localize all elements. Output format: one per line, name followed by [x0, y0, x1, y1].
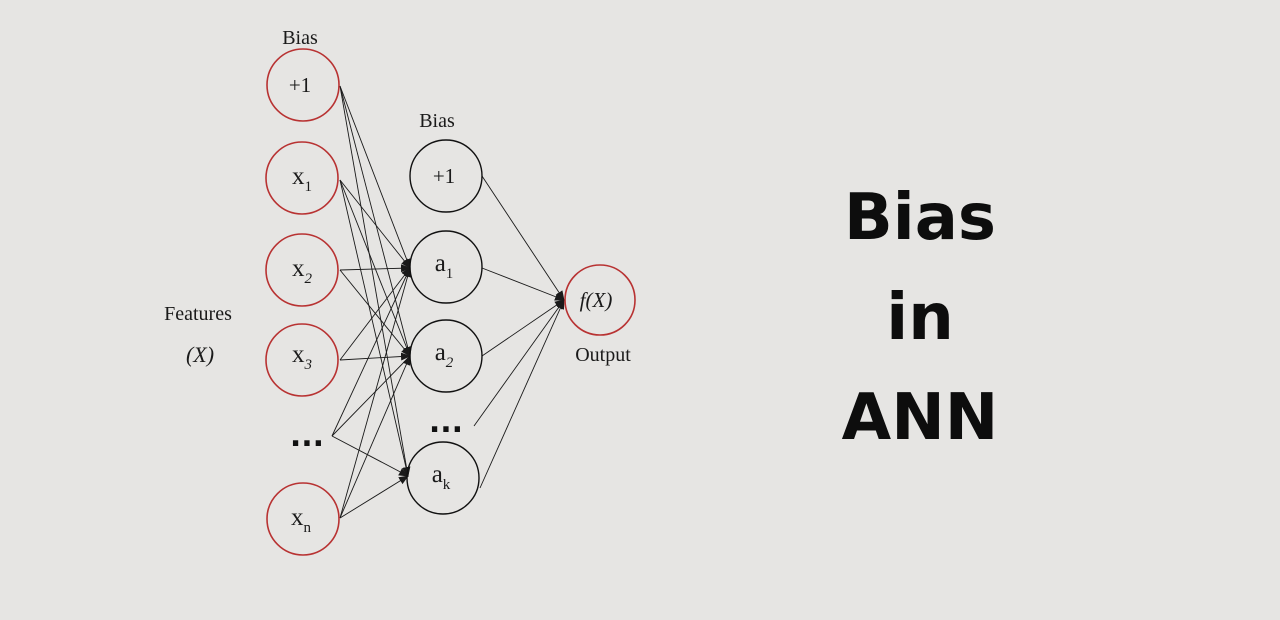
input-bias-node: +1 — [266, 48, 340, 122]
hidden-bias-label: Bias — [419, 110, 455, 132]
output-node: f(X) — [564, 264, 636, 336]
hidden-output-edges — [473, 175, 565, 489]
output-layer: f(X) Output — [564, 264, 636, 366]
input-node-x2-sub: 2 — [305, 271, 313, 287]
hidden-node-a1-sub: 1 — [446, 266, 454, 282]
input-node-x3: x3 — [265, 323, 339, 397]
input-node-x2-base: x — [292, 255, 305, 282]
title-line-3: ANN — [841, 381, 999, 455]
hidden-node-a2: a2 — [409, 319, 483, 393]
input-ellipsis: ... — [290, 419, 324, 454]
input-bias-label: Bias — [282, 27, 318, 49]
title-line-2: in — [886, 281, 954, 355]
hidden-node-a1: a1 — [409, 230, 483, 304]
svg-text:ak: ak — [432, 461, 451, 493]
input-node-xn-base: x — [291, 504, 304, 531]
features-variable: (X) — [186, 342, 214, 367]
input-node-x1-base: x — [292, 163, 305, 190]
input-bias-node-text: +1 — [289, 73, 311, 97]
page-title: Bias in ANN — [760, 168, 1080, 468]
svg-text:x1: x1 — [292, 163, 312, 195]
hidden-node-ak-sub: k — [443, 477, 451, 493]
title-line-1: Bias — [844, 181, 996, 255]
input-layer: Bias +1 x1 x2 x3 ... xn — [164, 27, 340, 556]
input-node-xn-sub: n — [304, 520, 312, 536]
input-node-x1-sub: 1 — [305, 179, 313, 195]
output-label: Output — [575, 344, 631, 366]
hidden-node-a2-sub: 2 — [446, 355, 454, 371]
hidden-layer: Bias +1 a1 a2 ... ak — [406, 110, 483, 515]
input-hidden-edges — [331, 85, 412, 519]
hidden-bias-node-text: +1 — [433, 164, 455, 188]
input-node-xn: xn — [266, 482, 340, 556]
hidden-node-a1-base: a — [435, 250, 446, 277]
hidden-node-a2-base: a — [435, 339, 446, 366]
input-node-x1: x1 — [265, 141, 339, 215]
svg-text:x2: x2 — [292, 255, 313, 287]
svg-text:a1: a1 — [435, 250, 454, 282]
svg-text:x3: x3 — [292, 341, 312, 373]
input-node-x3-sub: 3 — [304, 357, 313, 373]
output-node-text: f(X) — [580, 288, 613, 312]
input-node-x3-base: x — [292, 341, 305, 368]
svg-text:a2: a2 — [435, 339, 454, 371]
hidden-ellipsis: ... — [429, 405, 463, 440]
input-node-x2: x2 — [265, 233, 339, 307]
features-label: Features — [164, 303, 232, 325]
hidden-bias-node: +1 — [409, 139, 483, 213]
hidden-node-ak: ak — [406, 441, 480, 515]
svg-text:xn: xn — [291, 504, 312, 536]
hidden-node-ak-base: a — [432, 461, 443, 488]
